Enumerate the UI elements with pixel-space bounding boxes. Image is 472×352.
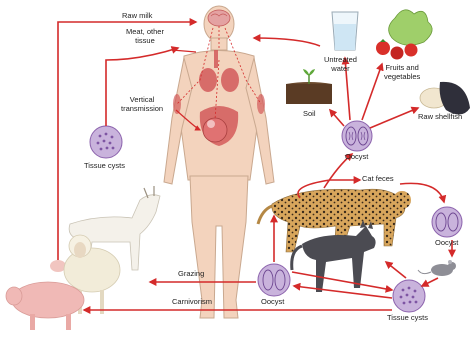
vegetables-icon <box>376 10 432 60</box>
pig-icon <box>6 282 84 330</box>
brain-icon <box>208 10 230 26</box>
label-raw-shellfish: Raw shellfish <box>418 113 462 122</box>
water-glass-icon <box>332 12 358 50</box>
shellfish-icon <box>420 82 470 115</box>
arrow-cyst-to-cat <box>386 262 406 278</box>
arrow-sources-to-human <box>254 38 320 46</box>
fetus-icon <box>203 118 227 142</box>
oocyst-icon-right <box>432 207 462 237</box>
label-meat-other-tissue: Meat, other tissue <box>126 28 164 45</box>
arrow-mouse-to-cyst <box>422 278 438 286</box>
arrow-oocyst-to-vegetables <box>362 64 382 120</box>
label-carnivorism: Carnivorism <box>172 298 212 307</box>
label-tissue-cysts-bottom: Tissue cysts <box>387 314 428 323</box>
label-cat-feces: Cat feces <box>362 175 394 184</box>
soil-sprout-icon <box>286 69 332 104</box>
label-oocyst-bottom: Oocyst <box>261 298 284 307</box>
label-raw-milk: Raw milk <box>122 12 152 21</box>
label-oocyst-right: Oocyst <box>435 239 458 248</box>
label-soil: Soil <box>303 110 316 119</box>
tissue-cyst-icon-left <box>90 126 122 158</box>
label-fruits-vegetables: Fruits and vegetables <box>384 64 420 81</box>
label-tissue-cysts-left: Tissue cysts <box>84 162 125 171</box>
oocyst-icon-bottom <box>258 264 290 296</box>
tissue-cyst-icon-bottom <box>393 280 425 312</box>
arrow-oocyst-to-soil <box>330 110 344 126</box>
cat-icon <box>292 220 376 292</box>
label-grazing: Grazing <box>178 270 204 279</box>
oocyst-icon-top <box>342 121 372 151</box>
arrow-meat-line <box>172 50 196 52</box>
arrow-oocyst-to-shellfish <box>370 108 418 128</box>
label-oocyst-top: Oocyst <box>345 153 368 162</box>
label-vertical-transmission: Vertical transmission <box>121 96 163 113</box>
arrow-meat-to-human <box>106 48 178 126</box>
mouse-icon <box>418 260 456 276</box>
label-untreated-water: Untreated water <box>324 56 357 73</box>
